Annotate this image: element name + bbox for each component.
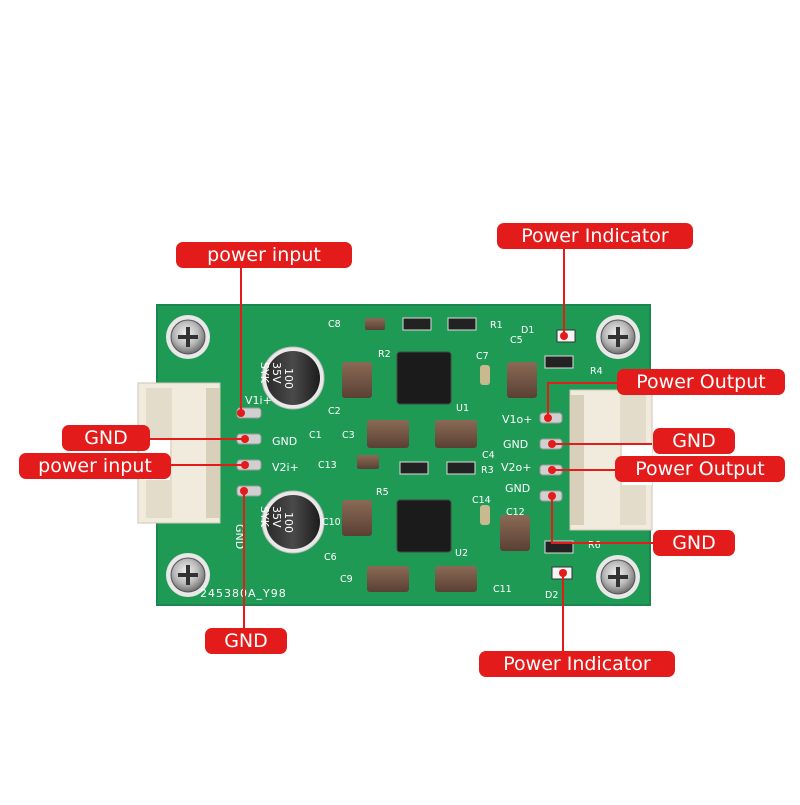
label-gnd-right-1: GND: [653, 428, 735, 454]
silkscreen-labels: V1i+ GND V2i+ GND V1o+ GND V2o+ GND C8 C…: [200, 319, 603, 601]
label-power-indicator-bottom: Power Indicator: [479, 651, 675, 677]
mounting-screw-icon: [166, 553, 210, 597]
silk-v2o: V2o+: [501, 461, 531, 474]
silk-r1: R1: [490, 320, 503, 331]
silk-gnd-c: GND: [503, 438, 528, 451]
silk-c8: C8: [328, 319, 341, 330]
label-power-output-2: Power Output: [615, 456, 785, 482]
silk-u2: U2: [455, 548, 468, 559]
silk-d2: D2: [545, 590, 558, 601]
silk-c5: C5: [510, 335, 523, 346]
silk-board-id: 245380A_Y98: [200, 587, 287, 600]
small-capacitor-icon: [480, 365, 490, 525]
silk-c10: C10: [322, 517, 341, 528]
label-power-output-1: Power Output: [617, 369, 785, 395]
cap-marking-1: 100: [282, 368, 295, 389]
silk-c13: C13: [318, 460, 337, 471]
silk-c11: C11: [493, 584, 512, 595]
electrolytic-capacitor-icon: 100 35V SYK: [258, 346, 325, 410]
silk-c12: C12: [506, 507, 525, 518]
ic-u1-icon: [396, 351, 452, 405]
electrolytic-capacitor-icon: 100 35V SYK: [258, 490, 325, 554]
silk-d1: D1: [521, 325, 534, 336]
silk-c14: C14: [472, 495, 491, 506]
cap-marking-3: SYK: [258, 506, 271, 528]
label-gnd-left: GND: [62, 425, 150, 451]
mounting-screw-icon: [596, 555, 640, 599]
silk-gnd-b: GND: [233, 524, 246, 549]
mounting-screw-icon: [596, 315, 640, 359]
callout-lines: [150, 248, 655, 652]
silk-c7: C7: [476, 351, 489, 362]
label-power-indicator-top: Power Indicator: [497, 223, 693, 249]
label-gnd-bottom: GND: [205, 628, 287, 654]
silk-c3: C3: [342, 430, 355, 441]
silk-r3: R3: [481, 465, 494, 476]
silk-r6: R6: [588, 540, 601, 551]
silk-c4: C4: [482, 450, 495, 461]
label-gnd-right-2: GND: [653, 530, 735, 556]
silk-gnd-d: GND: [505, 482, 530, 495]
label-power-input-left: power input: [19, 453, 171, 479]
silk-gnd-a: GND: [272, 435, 297, 448]
smd-resistor-icon: [399, 317, 574, 554]
silk-u1: U1: [456, 403, 469, 414]
silk-c9: C9: [340, 574, 353, 585]
cap-marking-1: 100: [282, 512, 295, 533]
callout-dots: [237, 332, 568, 577]
silk-v1i: V1i+: [245, 394, 272, 407]
silk-v1o: V1o+: [502, 413, 532, 426]
silk-c6: C6: [324, 552, 337, 563]
smd-capacitor-icon: [342, 318, 537, 592]
cap-marking-2: 35V: [270, 362, 283, 384]
silk-c1: C1: [309, 430, 322, 441]
silk-r5: R5: [376, 487, 389, 498]
cap-marking-3: SYK: [258, 362, 271, 384]
silk-r2: R2: [378, 349, 391, 360]
cap-marking-2: 35V: [270, 506, 283, 528]
ic-u2-icon: [396, 499, 452, 553]
label-power-input-top: power input: [176, 242, 352, 268]
silk-c2: C2: [328, 406, 341, 417]
mounting-screw-icon: [166, 315, 210, 359]
silk-v2i: V2i+: [272, 461, 299, 474]
silk-r4: R4: [590, 366, 603, 377]
